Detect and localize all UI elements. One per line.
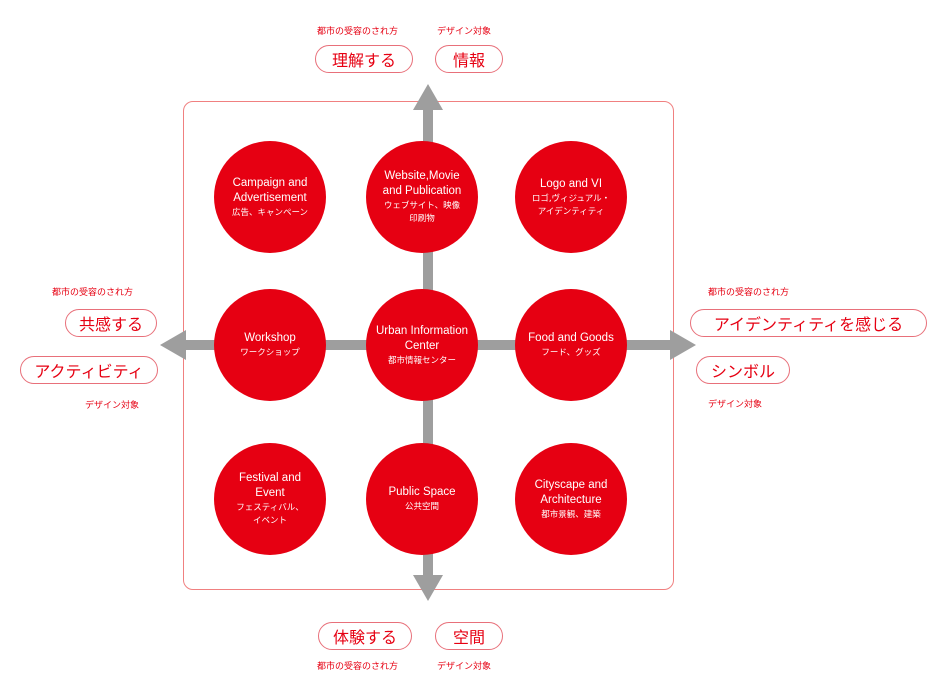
right-caption-reception: 都市の受容のされ方 <box>708 288 790 298</box>
circle-subtitle: 都市景観、建築 <box>541 509 601 520</box>
bottom-caption-design-target: デザイン対象 <box>437 662 492 672</box>
circle-title: Campaign and <box>232 176 308 189</box>
circle-subtitle: フード、グッズ <box>541 348 601 358</box>
circle-title: Logo and VI <box>539 177 603 190</box>
circle-subtitle: アイデンティティ <box>537 206 605 217</box>
bottom-caption-reception: 都市の受容のされ方 <box>317 662 399 672</box>
circle-subtitle: フェスティバル、 <box>236 503 304 513</box>
right-caption-design-target: デザイン対象 <box>708 400 763 410</box>
circle-logo-vi: Logo and VI ロゴ,ヴィジュアル・ アイデンティティ <box>515 141 627 253</box>
circle-title: Cityscape and <box>534 478 608 491</box>
circle-subtitle: 印刷物 <box>409 214 435 224</box>
circle-subtitle: イベント <box>252 516 287 526</box>
circle-food-goods: Food and Goods フード、グッズ <box>515 289 627 401</box>
right-label-symbol: シンボル <box>696 356 790 384</box>
arrow-up-icon <box>413 84 443 110</box>
circle-title: Urban Information <box>375 324 469 337</box>
circle-title: Workshop <box>244 332 296 344</box>
left-caption-reception: 都市の受容のされ方 <box>52 288 134 298</box>
circle-title: Center <box>404 339 440 352</box>
left-label-empathize: 共感する <box>65 309 157 337</box>
top-label-information: 情報 <box>435 45 503 73</box>
top-label-understand: 理解する <box>315 45 413 73</box>
arrow-right-icon <box>670 330 696 360</box>
circle-title: and Publication <box>382 185 462 197</box>
circle-subtitle: ワークショップ <box>240 348 300 358</box>
circle-title: Architecture <box>540 493 602 506</box>
circle-public-space: Public Space 公共空間 <box>366 443 478 555</box>
circle-title: Public Space <box>388 486 456 498</box>
bottom-label-experience: 体験する <box>318 622 412 650</box>
circle-title: Advertisement <box>233 191 307 204</box>
circle-subtitle: ウェブサイト、映像 <box>383 201 461 211</box>
circle-title: Food and Goods <box>528 332 614 344</box>
left-label-activity: アクティビティ <box>20 356 158 384</box>
arrow-left-icon <box>160 330 186 360</box>
circle-workshop: Workshop ワークショップ <box>214 289 326 401</box>
left-caption-design-target: デザイン対象 <box>85 401 140 411</box>
bottom-label-space: 空間 <box>435 622 503 650</box>
circle-urban-information-center: Urban Information Center 都市情報センター <box>366 289 478 401</box>
circle-campaign-advertisement: Campaign and Advertisement 広告、キャンペーン <box>214 141 326 253</box>
right-label-identity: アイデンティティを感じる <box>690 309 927 337</box>
circle-subtitle: 広告、キャンペーン <box>231 207 309 218</box>
circle-subtitle: 都市情報センター <box>387 355 456 366</box>
circle-title: Festival and <box>238 472 301 484</box>
circle-cityscape-architecture: Cityscape and Architecture 都市景観、建築 <box>515 443 627 555</box>
circle-title: Website,Movie <box>384 170 460 182</box>
top-caption-design-target: デザイン対象 <box>437 27 492 37</box>
circle-festival-event: Festival and Event フェスティバル、 イベント <box>214 443 326 555</box>
arrow-down-icon <box>413 575 443 601</box>
top-caption-reception: 都市の受容のされ方 <box>317 27 399 37</box>
circle-website-movie-publication: Website,Movie and Publication ウェブサイト、映像 … <box>366 141 478 253</box>
circle-subtitle: ロゴ,ヴィジュアル・ <box>531 193 611 204</box>
circle-subtitle: 公共空間 <box>404 502 439 512</box>
circle-title: Event <box>255 487 285 499</box>
